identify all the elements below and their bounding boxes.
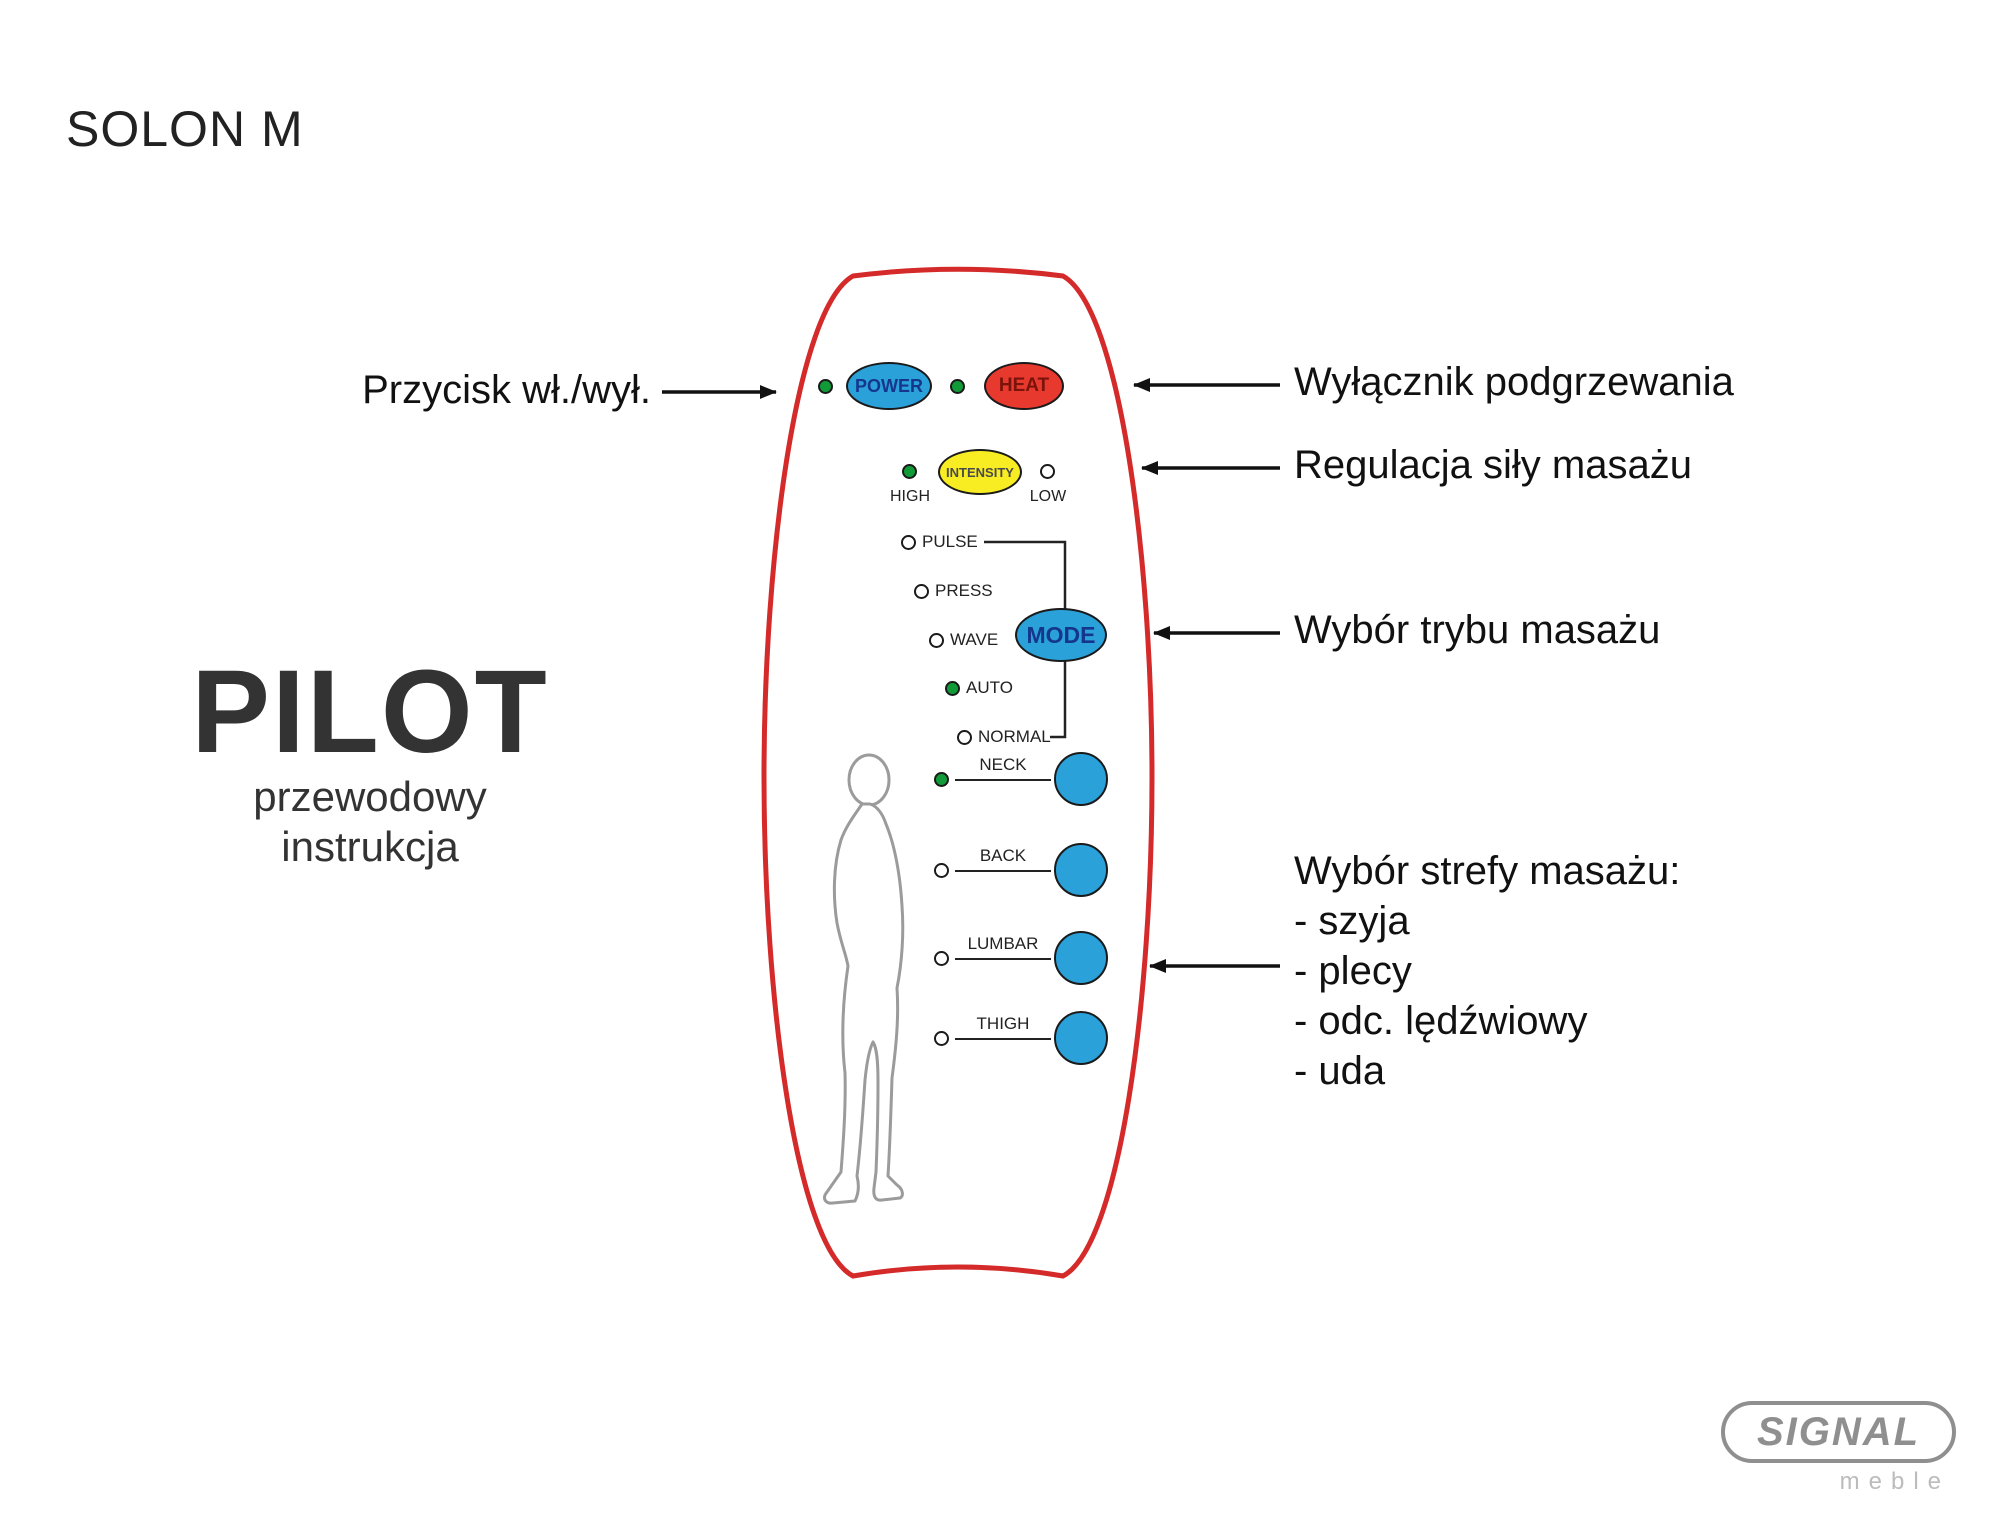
annotation-zones-title: Wybór strefy masażu: [1294, 849, 1681, 893]
mode-label-auto: AUTO [966, 678, 1013, 697]
intensity-low-led [1040, 464, 1055, 479]
heading-sub1: przewodowy [253, 773, 487, 821]
body-silhouette-icon [823, 753, 905, 1205]
annotation-zone-item-szyja: - szyja [1294, 899, 1410, 943]
annotation-zone-item-plecy: - plecy [1294, 949, 1412, 993]
power-led [818, 379, 833, 394]
intensity-button[interactable]: INTENSITY [938, 449, 1022, 495]
mode-label-pulse: PULSE [922, 532, 978, 551]
zone-led-thigh [934, 1031, 949, 1046]
annotation-power: Przycisk wł./wył. [362, 368, 651, 412]
mode-led-pulse [901, 535, 916, 550]
heat-button[interactable]: HEAT [984, 362, 1064, 410]
mode-button[interactable]: MODE [1015, 608, 1107, 662]
heat-led [950, 379, 965, 394]
zone-button-thigh[interactable] [1054, 1011, 1108, 1065]
mode-led-auto [945, 681, 960, 696]
zone-led-lumbar [934, 951, 949, 966]
intensity-high-led [902, 464, 917, 479]
mode-led-press [914, 584, 929, 599]
zone-label-neck: NECK [955, 755, 1051, 781]
intensity-low-label: LOW [1029, 488, 1067, 505]
annotation-zones: Wybór strefy masażu: - szyja - plecy - o… [1294, 846, 1680, 1096]
zone-button-neck[interactable] [1054, 752, 1108, 806]
zone-led-back [934, 863, 949, 878]
zone-led-neck [934, 772, 949, 787]
mode-led-wave [929, 633, 944, 648]
zone-button-lumbar[interactable] [1054, 931, 1108, 985]
zone-label-back: BACK [955, 846, 1051, 872]
mode-led-normal [957, 730, 972, 745]
left-panel: PILOT przewodowy instrukcja [150, 652, 590, 872]
page-title: SOLON M [66, 101, 304, 157]
mode-label-press: PRESS [935, 581, 993, 600]
intensity-high-label: HIGH [890, 488, 930, 505]
zone-label-lumbar: LUMBAR [955, 934, 1051, 960]
zone-button-back[interactable] [1054, 843, 1108, 897]
signal-tagline: meble [1839, 1468, 1950, 1495]
zone-label-thigh: THIGH [955, 1014, 1051, 1040]
power-button[interactable]: POWER [846, 362, 932, 410]
mode-label-normal: NORMAL [978, 727, 1051, 746]
heading-pilot: PILOT [191, 646, 549, 778]
annotation-zone-item-ledzwiowy: - odc. lędźwiowy [1294, 999, 1588, 1043]
signal-logo: SIGNAL [1721, 1401, 1956, 1463]
signal-logo-text: SIGNAL [1756, 1409, 1921, 1454]
annotation-intensity: Regulacja siły masażu [1294, 443, 1692, 487]
mode-label-wave: WAVE [950, 630, 999, 649]
annotation-zone-item-uda: - uda [1294, 1049, 1386, 1093]
annotation-mode: Wybór trybu masażu [1294, 608, 1661, 652]
heading-sub2: instrukcja [281, 823, 459, 871]
annotation-heat: Wyłącznik podgrzewania [1294, 360, 1734, 404]
